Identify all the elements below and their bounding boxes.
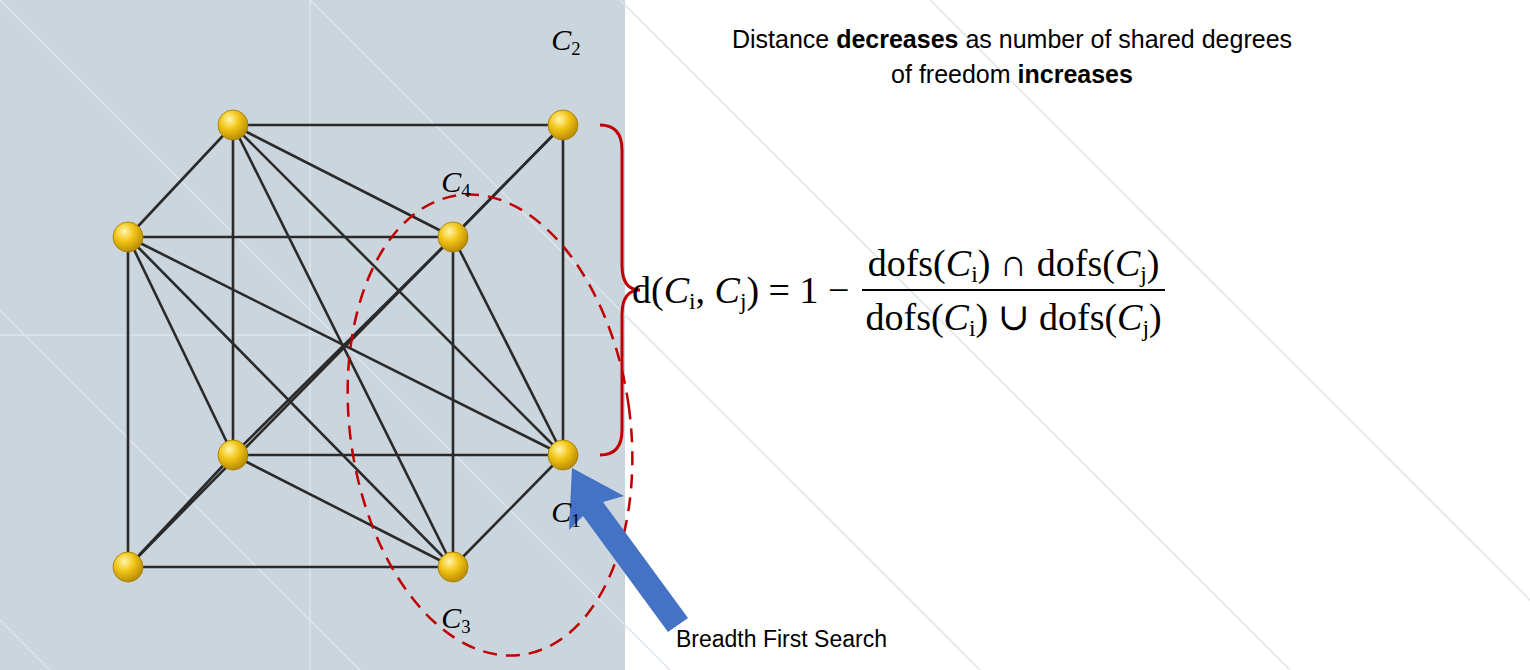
graph-vertex	[218, 440, 248, 470]
grid-line	[0, 0, 670, 670]
graph-vertices	[113, 110, 578, 582]
graph-vertex	[113, 222, 143, 252]
vertex-label: C1	[551, 495, 580, 529]
graph-edge	[453, 455, 563, 567]
graph-vertex	[113, 552, 143, 582]
graph-edge	[452, 237, 455, 567]
note-word: degrees	[1202, 25, 1292, 53]
graph-edge	[233, 124, 563, 127]
graph-vertex	[438, 552, 468, 582]
note-word: number	[999, 25, 1091, 53]
grid-line	[930, 0, 1530, 670]
graph-vertex	[548, 440, 578, 470]
graph-edge	[128, 237, 453, 567]
graph-edge	[233, 455, 453, 567]
grid-line	[0, 334, 625, 336]
graph-edge	[562, 125, 565, 455]
vertex-label: C4	[441, 165, 470, 199]
note-word: increases	[1018, 60, 1133, 88]
dashed-ellipse	[319, 176, 661, 670]
graph-edge	[128, 125, 233, 237]
distance-formula: d(Ci, Cj) = 1 −dofs(Ci) ∩ dofs(Cj)dofs(C…	[632, 241, 1168, 339]
graph-edge	[128, 237, 453, 567]
graph-vertex	[438, 222, 468, 252]
block-arrow	[569, 468, 688, 632]
graph-edge	[453, 125, 563, 237]
graph-edges	[128, 125, 563, 567]
fraction: dofs(Ci) ∩ dofs(Cj)dofs(Ci) ∪ dofs(Cj)	[859, 241, 1167, 339]
graph-edge	[233, 125, 453, 237]
graph-vertex	[218, 110, 248, 140]
note-word: of	[1091, 25, 1119, 53]
note-word: as	[965, 25, 998, 53]
formula-lhs: d(Ci, Cj) = 1 −	[632, 268, 849, 312]
vertex-label: C2	[551, 23, 580, 57]
grid-line	[620, 0, 1290, 670]
vertex-label: C3	[441, 601, 470, 635]
graph-edge	[127, 237, 130, 567]
note-word: freedom	[919, 60, 1018, 88]
panel-clip	[0, 0, 625, 670]
note-word: decreases	[836, 25, 965, 53]
formula-denominator: dofs(Ci) ∪ dofs(Cj)	[859, 291, 1167, 339]
graph-edge	[128, 237, 233, 455]
note-word: shared	[1118, 25, 1201, 53]
callout-label: Breadth First Search	[676, 626, 887, 653]
description-note: Distance decreases as number of shared d…	[722, 22, 1302, 92]
formula-numerator: dofs(Ci) ∩ dofs(Cj)	[862, 241, 1166, 291]
graph-edge	[453, 237, 563, 455]
graph-edge	[128, 566, 453, 569]
graph-vertex	[548, 110, 578, 140]
graph-edge	[453, 125, 563, 237]
note-word: of	[891, 60, 919, 88]
graph-edge	[233, 125, 563, 455]
background-panel	[0, 0, 625, 670]
graph-edge	[233, 125, 453, 567]
note-word: Distance	[732, 25, 836, 53]
